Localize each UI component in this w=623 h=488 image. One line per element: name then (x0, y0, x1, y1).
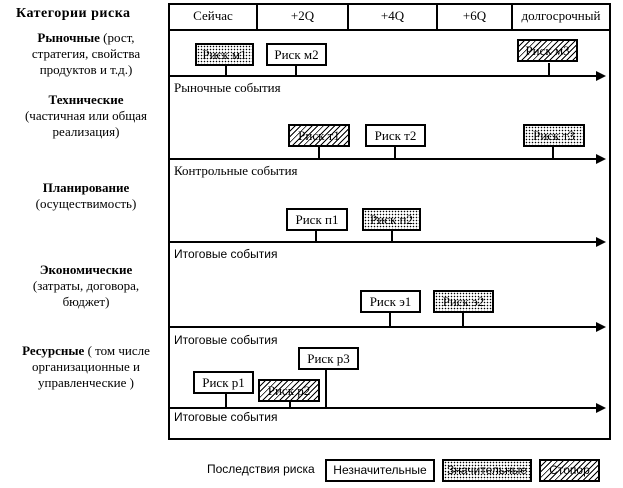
connector (325, 370, 327, 408)
legend-significant: Значительные (442, 459, 532, 482)
risk-t1: Риск т1 (288, 124, 350, 147)
category-name: Экономические (39, 262, 133, 277)
category-desc: (затраты, договора, (32, 278, 140, 293)
risk-m3: Риск м3 (517, 39, 578, 62)
connector (295, 64, 297, 76)
column-6q: +6Q (436, 3, 511, 31)
category-desc: реализация) (52, 124, 120, 139)
category-planning: Планирование(осуществимость) (6, 180, 166, 212)
timeline-axis (169, 75, 599, 77)
connector (394, 147, 396, 159)
events-label: Итоговые события (174, 247, 278, 261)
connector (389, 313, 391, 327)
category-desc: (рост, (99, 30, 135, 45)
category-desc: (осуществимость) (35, 196, 137, 211)
column-2q: +2Q (256, 3, 347, 31)
diagram-title: Категории риска (16, 6, 131, 21)
legend-minor: Незначительные (325, 459, 435, 482)
risk-p1: Риск п1 (286, 208, 348, 231)
risk-m2: Риск м2 (266, 43, 327, 66)
category-desc: управленческие ) (38, 375, 134, 390)
connector (548, 63, 550, 76)
category-name: Ресурсные (22, 343, 85, 358)
column-now: Сейчас (170, 3, 256, 31)
connector (289, 402, 291, 408)
timeline-frame (168, 3, 611, 440)
category-desc: организационные и (32, 359, 140, 374)
timeline-axis (169, 158, 599, 160)
risk-e1: Риск э1 (360, 290, 421, 313)
category-desc: продуктов и т.д.) (39, 62, 133, 77)
connector (318, 147, 320, 159)
risk-e2: Риск э2 (433, 290, 494, 313)
connector (462, 313, 464, 327)
category-economic: Экономические(затраты, договора,бюджет) (6, 262, 166, 310)
timeline-axis (169, 407, 599, 409)
risk-r3: Риск р3 (298, 347, 359, 370)
category-name: Планирование (42, 180, 130, 195)
events-label: Итоговые события (174, 333, 278, 347)
risk-r2: Риск р2 (258, 379, 320, 402)
events-label: Итоговые события (174, 410, 278, 424)
category-name: Технические (48, 92, 124, 107)
risk-t3: Риск т3 (523, 124, 585, 147)
risk-r1: Риск р1 (193, 371, 254, 394)
column-long-term: долгосрочный (511, 3, 609, 31)
category-desc: бюджет) (62, 294, 110, 309)
arrow-head-icon (596, 154, 606, 164)
arrow-head-icon (596, 71, 606, 81)
risk-m1: Риск м1 (195, 43, 254, 66)
connector (552, 147, 554, 159)
risk-p2: Риск п2 (362, 208, 421, 231)
category-name: Рыночные (37, 30, 100, 45)
legend-title: Последствия риска (207, 462, 315, 476)
category-desc: стратегия, свойства (31, 46, 141, 61)
events-label: Контрольные события (174, 163, 298, 178)
timeline-axis (169, 241, 599, 243)
arrow-head-icon (596, 237, 606, 247)
connector (315, 231, 317, 242)
arrow-head-icon (596, 322, 606, 332)
connector (225, 394, 227, 408)
column-4q: +4Q (347, 3, 436, 31)
risk-t2: Риск т2 (365, 124, 426, 147)
connector (225, 64, 227, 76)
timeline-axis (169, 326, 599, 328)
legend-stopper: Стопор (539, 459, 600, 482)
connector (391, 231, 393, 242)
events-label: Рыночные события (174, 80, 281, 95)
category-desc: ( том числе (84, 343, 150, 358)
arrow-head-icon (596, 403, 606, 413)
category-desc: (частичная или общая (24, 108, 148, 123)
